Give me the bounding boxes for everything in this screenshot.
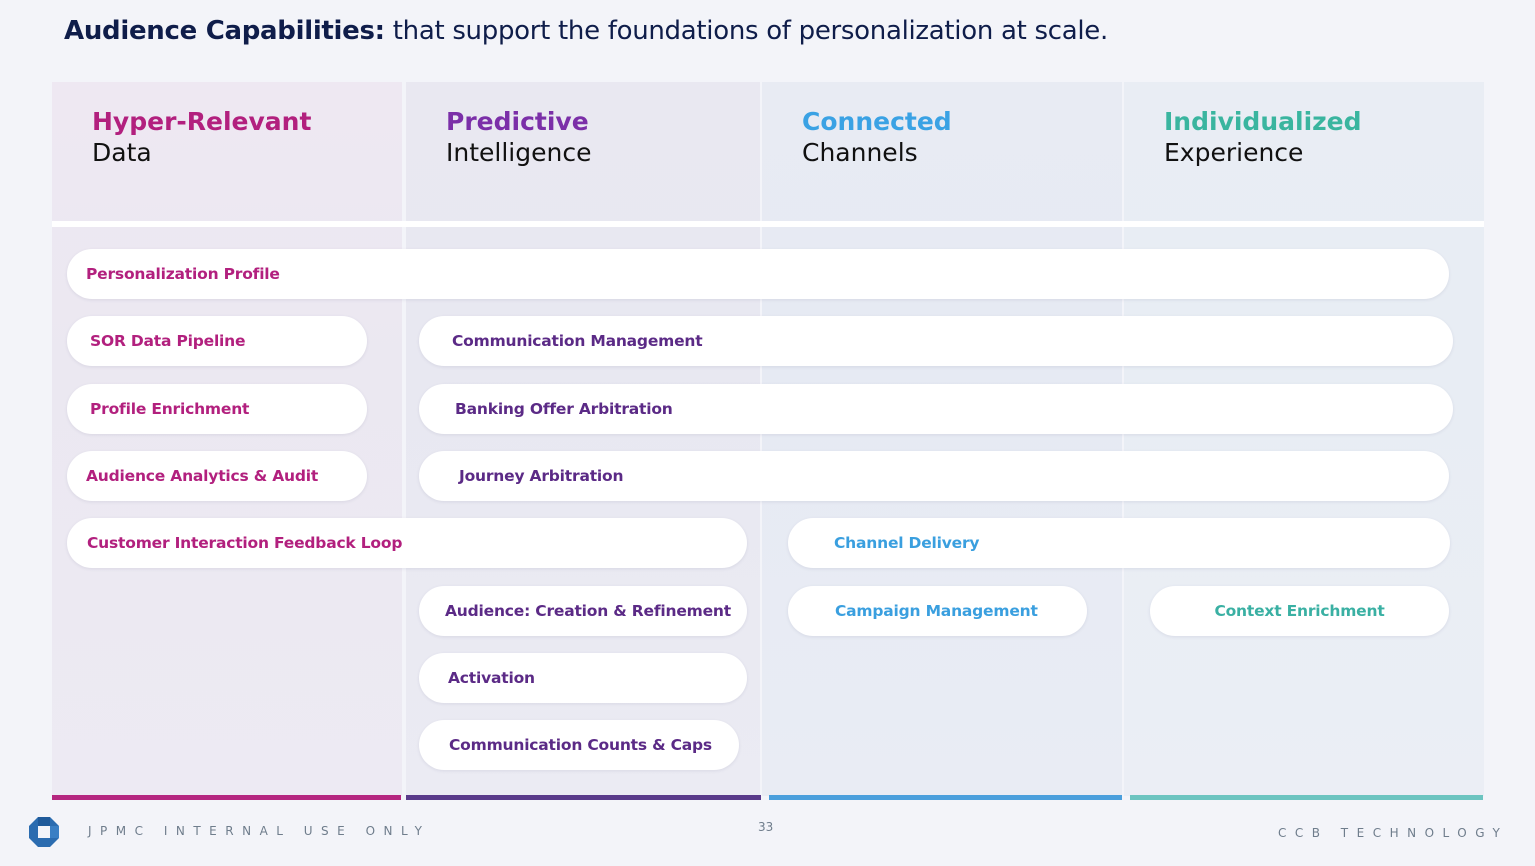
header-divider (52, 221, 1484, 227)
capability-journey-arbitration[interactable]: Journey Arbitration (419, 451, 1449, 501)
column-base-title: Intelligence (446, 138, 592, 167)
footer-department: CCB TECHNOLOGY (1278, 826, 1509, 840)
column-channels: Connected Channels (762, 82, 1122, 796)
column-header: Predictive Intelligence (446, 106, 591, 168)
capability-communication-counts-caps[interactable]: Communication Counts & Caps (419, 720, 739, 770)
column-base-title: Data (92, 138, 152, 167)
column-bar-intelligence (406, 795, 761, 800)
slide-title-rest: that support the foundations of personal… (392, 16, 1108, 46)
capability-campaign-management[interactable]: Campaign Management (788, 586, 1087, 636)
slide-title: Audience Capabilities: that support the … (64, 16, 1108, 46)
column-header: Individualized Experience (1164, 106, 1362, 168)
column-bar-channels (769, 795, 1122, 800)
capability-profile-enrichment[interactable]: Profile Enrichment (67, 384, 367, 434)
footer-classification: JPMC INTERNAL USE ONLY (88, 824, 431, 838)
capability-activation[interactable]: Activation (419, 653, 747, 703)
capability-banking-offer-arbitration[interactable]: Banking Offer Arbitration (419, 384, 1453, 434)
capability-sor-data-pipeline[interactable]: SOR Data Pipeline (67, 316, 367, 366)
capability-channel-delivery[interactable]: Channel Delivery (788, 518, 1450, 568)
capability-audience-creation-refinement[interactable]: Audience: Creation & Refinement (419, 586, 747, 636)
column-experience: Individualized Experience (1124, 82, 1484, 796)
capability-context-enrichment[interactable]: Context Enrichment (1150, 586, 1449, 636)
octagon-logo-icon (29, 817, 59, 847)
column-accent-title: Predictive (446, 107, 589, 136)
column-accent-title: Connected (802, 107, 952, 136)
column-header: Connected Channels (802, 106, 952, 168)
capability-customer-interaction-feedback-loop[interactable]: Customer Interaction Feedback Loop (67, 518, 747, 568)
column-bar-experience (1130, 795, 1483, 800)
column-base-title: Experience (1164, 138, 1304, 167)
slide-title-lead: Audience Capabilities: (64, 16, 385, 46)
capability-audience-analytics-audit[interactable]: Audience Analytics & Audit (67, 451, 367, 501)
column-accent-title: Individualized (1164, 107, 1362, 136)
page-number: 33 (758, 820, 774, 834)
column-data: Hyper-Relevant Data (52, 82, 402, 796)
capability-communication-management[interactable]: Communication Management (419, 316, 1453, 366)
capability-personalization-profile[interactable]: Personalization Profile (67, 249, 1449, 299)
column-header: Hyper-Relevant Data (92, 106, 311, 168)
column-accent-title: Hyper-Relevant (92, 107, 312, 136)
column-bar-data (52, 795, 401, 800)
column-base-title: Channels (802, 138, 918, 167)
